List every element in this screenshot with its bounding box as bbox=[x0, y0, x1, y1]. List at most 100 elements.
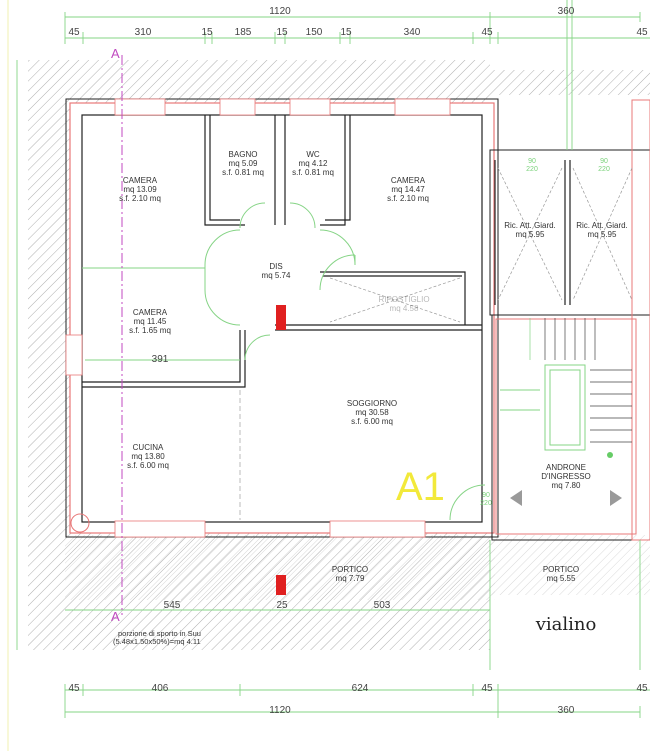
room-name: RIPOSTIGLIO bbox=[378, 295, 429, 304]
dim-top-seg: 150 bbox=[306, 27, 323, 38]
room-ric-2: Ric. Att. Giard. mq 5.95 bbox=[576, 221, 628, 239]
room-portico-1: PORTICO mq 7.79 bbox=[332, 565, 368, 583]
arrow-right-icon bbox=[610, 490, 622, 506]
dim-top-seg: 45 bbox=[481, 27, 493, 38]
dim-camera3-width: 391 bbox=[152, 354, 169, 365]
room-name: PORTICO bbox=[543, 565, 579, 574]
dimension-ticks bbox=[64, 12, 641, 718]
dim-top-seg: 45 bbox=[68, 27, 80, 38]
room-area: mq 14.47 bbox=[391, 185, 425, 194]
room-area: mq 5.95 bbox=[588, 230, 617, 239]
arrow-left-icon bbox=[510, 490, 522, 506]
dim-top-seg: 340 bbox=[404, 27, 421, 38]
room-cucina: CUCINA mq 13.80 s.f. 6.00 mq bbox=[127, 443, 169, 470]
room-area: mq 11.45 bbox=[134, 317, 167, 326]
dim-top-right-seg: 45 bbox=[636, 27, 648, 38]
dimension-lines bbox=[16, 0, 650, 713]
column-red bbox=[276, 305, 286, 330]
dim-bottom-seg: 406 bbox=[152, 683, 169, 694]
room-area: mq 7.80 bbox=[552, 481, 581, 490]
room-name: ANDRONE bbox=[546, 463, 586, 472]
room-name: Ric. Att. Giard. bbox=[504, 221, 556, 230]
room-sf: s.f. 0.81 mq bbox=[292, 168, 334, 177]
room-area: mq 5.55 bbox=[547, 574, 576, 583]
room-camera-3: CAMERA mq 11.45 s.f. 1.65 mq bbox=[129, 308, 171, 335]
exterior-walls bbox=[65, 98, 650, 541]
dim-bottom-seg: 624 bbox=[352, 683, 369, 694]
room-ripostiglio: RIPOSTIGLIO mq 4.58 bbox=[378, 295, 429, 313]
room-area: mq 5.09 bbox=[229, 159, 258, 168]
dim-portico-right: 503 bbox=[374, 600, 391, 611]
room-area: mq 13.09 bbox=[123, 185, 157, 194]
vialino-label: vialino bbox=[535, 614, 597, 635]
room-bagno: BAGNO mq 5.09 s.f. 0.81 mq bbox=[222, 150, 264, 177]
dim-ric-door: 90 bbox=[528, 158, 536, 165]
room-sf: s.f. 0.81 mq bbox=[222, 168, 264, 177]
interior-walls bbox=[82, 115, 571, 388]
room-ric-1: Ric. Att. Giard. mq 5.95 bbox=[504, 221, 556, 239]
room-portico-2: PORTICO mq 5.55 bbox=[543, 565, 579, 583]
unit-label: A1 bbox=[396, 465, 445, 509]
note-line-1: porzione di sporto in Suu bbox=[118, 629, 201, 638]
dim-portico-mid: 25 bbox=[276, 600, 288, 611]
ric-cross bbox=[329, 167, 633, 323]
dim-top-seg: 310 bbox=[135, 27, 152, 38]
room-name: CAMERA bbox=[391, 176, 426, 185]
portico2-hatch bbox=[490, 535, 650, 595]
room-name: DIS bbox=[269, 262, 282, 271]
room-name: PORTICO bbox=[332, 565, 368, 574]
dim-top-seg: 15 bbox=[340, 27, 352, 38]
room-area: mq 13.80 bbox=[131, 452, 165, 461]
dim-bottom-right-seg: 45 bbox=[636, 683, 648, 694]
room-sf: s.f. 2.10 mq bbox=[387, 194, 429, 203]
room-dis: DIS mq 5.74 bbox=[262, 262, 291, 280]
stairs bbox=[529, 318, 632, 443]
windows-left bbox=[65, 334, 83, 376]
door-swings bbox=[204, 202, 586, 521]
room-camera-2: CAMERA mq 14.47 s.f. 2.10 mq bbox=[387, 176, 429, 203]
room-sf: s.f. 1.65 mq bbox=[129, 326, 171, 335]
room-name: CAMERA bbox=[123, 176, 158, 185]
room-area: mq 4.12 bbox=[299, 159, 328, 168]
dim-portico-left: 545 bbox=[164, 600, 181, 611]
dim-top-seg: 185 bbox=[235, 27, 252, 38]
dim-top-seg: 15 bbox=[201, 27, 213, 38]
room-sf: s.f. 2.10 mq bbox=[119, 194, 161, 203]
dim-bottom-total-left: 1120 bbox=[269, 705, 291, 716]
dim-bottom-seg: 45 bbox=[481, 683, 493, 694]
section-marker-bottom: A bbox=[111, 609, 120, 624]
dim-door-androne2: 220 bbox=[480, 500, 492, 507]
room-name: CUCINA bbox=[133, 443, 164, 452]
dim-bottom-total-right: 360 bbox=[558, 705, 575, 716]
marker-dot bbox=[607, 452, 613, 458]
room-name: BAGNO bbox=[229, 150, 258, 159]
room-soggiorno: SOGGIORNO mq 30.58 s.f. 6.00 mq bbox=[347, 399, 397, 426]
room-name: SOGGIORNO bbox=[347, 399, 397, 408]
room-area: mq 7.79 bbox=[336, 574, 365, 583]
dim-top-total-left: 1120 bbox=[269, 6, 291, 17]
windows-bottom bbox=[114, 520, 426, 538]
pillar-circle bbox=[70, 513, 90, 533]
room-area: mq 4.58 bbox=[390, 304, 419, 313]
room-name: CAMERA bbox=[133, 308, 168, 317]
note-line-2: (5.48x1.50x50%)=mq 4.11 bbox=[113, 637, 201, 646]
dim-ric-door2: 220 bbox=[526, 166, 538, 173]
room-sf: s.f. 6.00 mq bbox=[351, 417, 393, 426]
dim-door-androne: 90 bbox=[482, 492, 490, 499]
dim-top-total-right: 360 bbox=[558, 6, 575, 17]
dim-bottom-seg: 45 bbox=[68, 683, 80, 694]
dim-top-seg: 15 bbox=[276, 27, 288, 38]
room-wc: WC mq 4.12 s.f. 0.81 mq bbox=[292, 150, 334, 177]
room-androne: ANDRONE D'INGRESSO mq 7.80 bbox=[541, 463, 591, 490]
room-area: mq 30.58 bbox=[355, 408, 389, 417]
room-sf: s.f. 6.00 mq bbox=[127, 461, 169, 470]
dim-ric-door: 90 bbox=[600, 158, 608, 165]
room-name: WC bbox=[306, 150, 320, 159]
room-area: mq 5.95 bbox=[516, 230, 545, 239]
room-name: Ric. Att. Giard. bbox=[576, 221, 628, 230]
room-camera-1: CAMERA mq 13.09 s.f. 2.10 mq bbox=[119, 176, 161, 203]
windows-top bbox=[114, 98, 451, 116]
room-area: mq 5.74 bbox=[262, 271, 291, 280]
room-name-2: D'INGRESSO bbox=[541, 472, 591, 481]
